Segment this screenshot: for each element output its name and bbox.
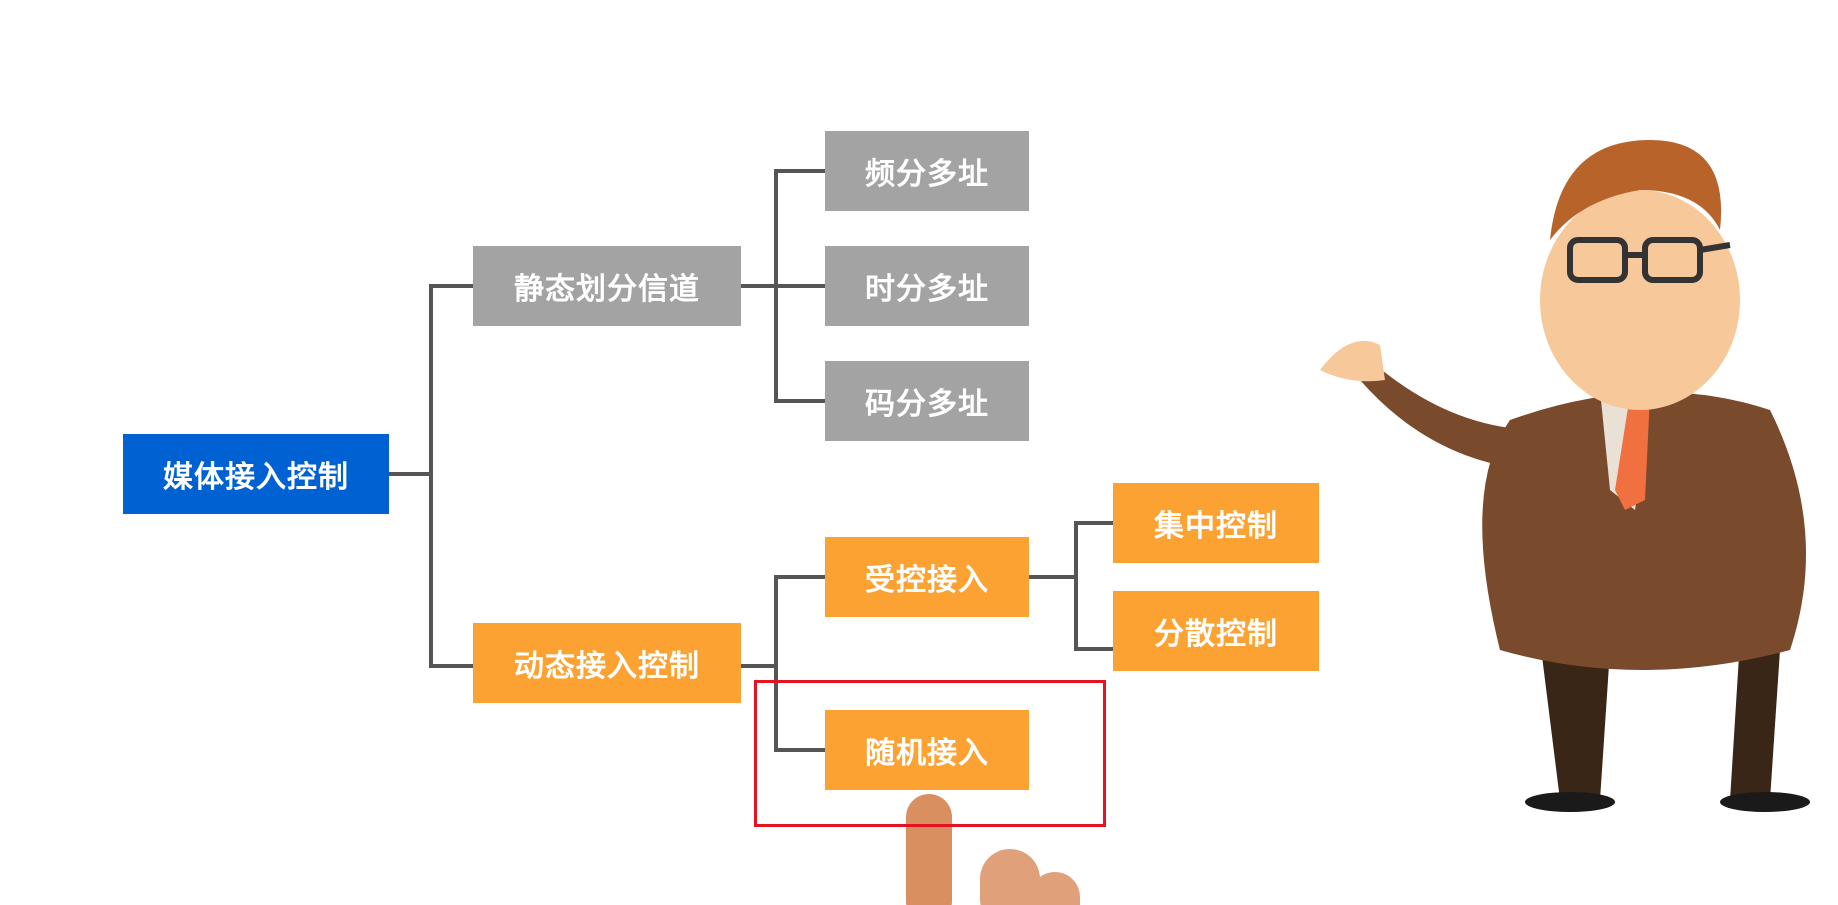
connector <box>741 664 777 668</box>
connector <box>774 575 778 752</box>
tdma-node[interactable]: 时分多址 <box>825 246 1029 326</box>
connector <box>1029 575 1077 579</box>
connector <box>774 169 825 173</box>
dynamic-node[interactable]: 动态接入控制 <box>473 623 741 703</box>
pointing-finger-icon <box>906 794 1080 905</box>
connector <box>429 284 433 668</box>
controlled-access-node[interactable]: 受控接入 <box>825 537 1029 617</box>
presenter-cartoon-icon <box>1320 140 1810 812</box>
connector <box>429 664 473 668</box>
connector <box>774 575 825 579</box>
distributed-control-node[interactable]: 分散控制 <box>1113 591 1319 671</box>
fdma-node[interactable]: 频分多址 <box>825 131 1029 211</box>
connector <box>1074 521 1113 525</box>
root-node[interactable]: 媒体接入控制 <box>123 434 389 514</box>
connector <box>1074 521 1078 651</box>
random-access-node[interactable]: 随机接入 <box>825 710 1029 790</box>
connector <box>774 284 825 288</box>
connector <box>389 472 433 476</box>
connector <box>774 399 825 403</box>
highlight-box <box>754 680 1106 827</box>
connector <box>429 284 473 288</box>
connector <box>774 748 825 752</box>
static-node[interactable]: 静态划分信道 <box>473 246 741 326</box>
connector <box>741 284 777 288</box>
centralized-control-node[interactable]: 集中控制 <box>1113 483 1319 563</box>
cdma-node[interactable]: 码分多址 <box>825 361 1029 441</box>
connector <box>1074 647 1113 651</box>
